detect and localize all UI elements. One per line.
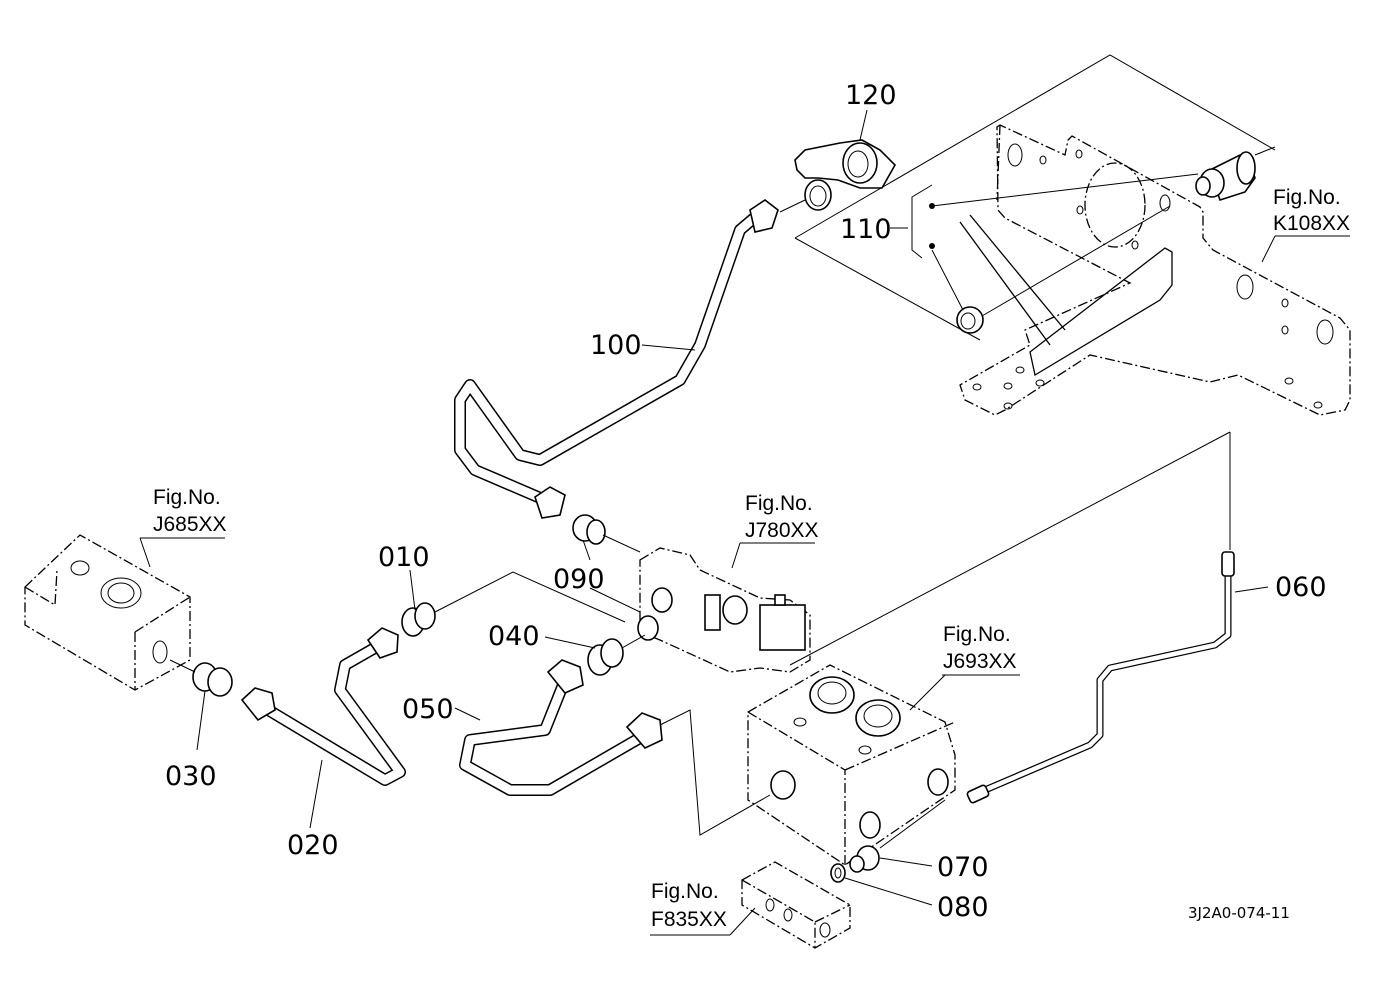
seal-ring[interactable] [931, 205, 1171, 334]
fig-ref-code: J685XX [153, 513, 227, 536]
part-number-120[interactable]: 120 [845, 80, 897, 111]
bracket-k108[interactable] [794, 54, 1351, 416]
fig-ref-code: J780XX [745, 519, 819, 542]
block-f835[interactable] [650, 861, 851, 949]
coupling-fitting[interactable] [1195, 146, 1276, 202]
leader-line [789, 431, 1231, 666]
fitting-030[interactable] [169, 659, 233, 751]
leader-line [1261, 235, 1276, 263]
block-j685[interactable] [24, 534, 225, 691]
fitting-070[interactable] [849, 799, 946, 873]
part-number-110[interactable]: 110 [840, 214, 892, 245]
fig-ref-code: K108XX [1273, 212, 1350, 235]
part-number-040[interactable]: 040 [488, 621, 540, 652]
fig-ref-k108[interactable]: Fig.No. K108XX [1273, 186, 1350, 235]
part-number-090[interactable]: 090 [553, 564, 605, 595]
part-number-100[interactable]: 100 [590, 330, 642, 361]
fitting-040[interactable] [544, 634, 646, 676]
fig-ref-label: Fig.No. [153, 486, 221, 509]
fig-ref-j693[interactable]: Fig.No. J693XX [943, 623, 1017, 673]
fig-ref-label: Fig.No. [651, 880, 719, 903]
drawing-code: 3J2A0-074-11 [1188, 904, 1290, 922]
callout-110 [890, 173, 1199, 259]
fig-ref-code: F835XX [651, 908, 727, 931]
pipe-060[interactable] [966, 551, 1269, 804]
fig-ref-label: Fig.No. [745, 492, 813, 515]
fig-ref-f835[interactable]: Fig.No. F835XX [651, 880, 727, 931]
part-number-030[interactable]: 030 [165, 761, 217, 792]
leader-line [731, 542, 741, 569]
part-number-080[interactable]: 080 [937, 892, 989, 923]
manifold-j693[interactable] [747, 664, 1020, 866]
valve-j780[interactable] [589, 547, 811, 673]
pipe-100[interactable] [454, 199, 779, 519]
fitting-010[interactable] [401, 569, 626, 637]
pipe-050[interactable] [454, 659, 771, 836]
fig-ref-label: Fig.No. [943, 623, 1011, 646]
pipe-020[interactable] [240, 627, 406, 829]
pipe-clamp-120[interactable] [779, 109, 896, 213]
fig-ref-label: Fig.No. [1273, 186, 1341, 209]
part-number-070[interactable]: 070 [937, 852, 989, 883]
fig-ref-j685[interactable]: Fig.No. J685XX [153, 486, 227, 536]
fig-ref-code: J693XX [943, 650, 1017, 673]
part-number-010[interactable]: 010 [378, 542, 430, 573]
washer-080[interactable] [830, 863, 933, 906]
part-number-050[interactable]: 050 [402, 694, 454, 725]
fitting-090[interactable] [572, 514, 641, 561]
part-number-020[interactable]: 020 [287, 830, 339, 861]
fig-ref-j780[interactable]: Fig.No. J780XX [745, 492, 819, 542]
part-number-060[interactable]: 060 [1275, 572, 1327, 603]
